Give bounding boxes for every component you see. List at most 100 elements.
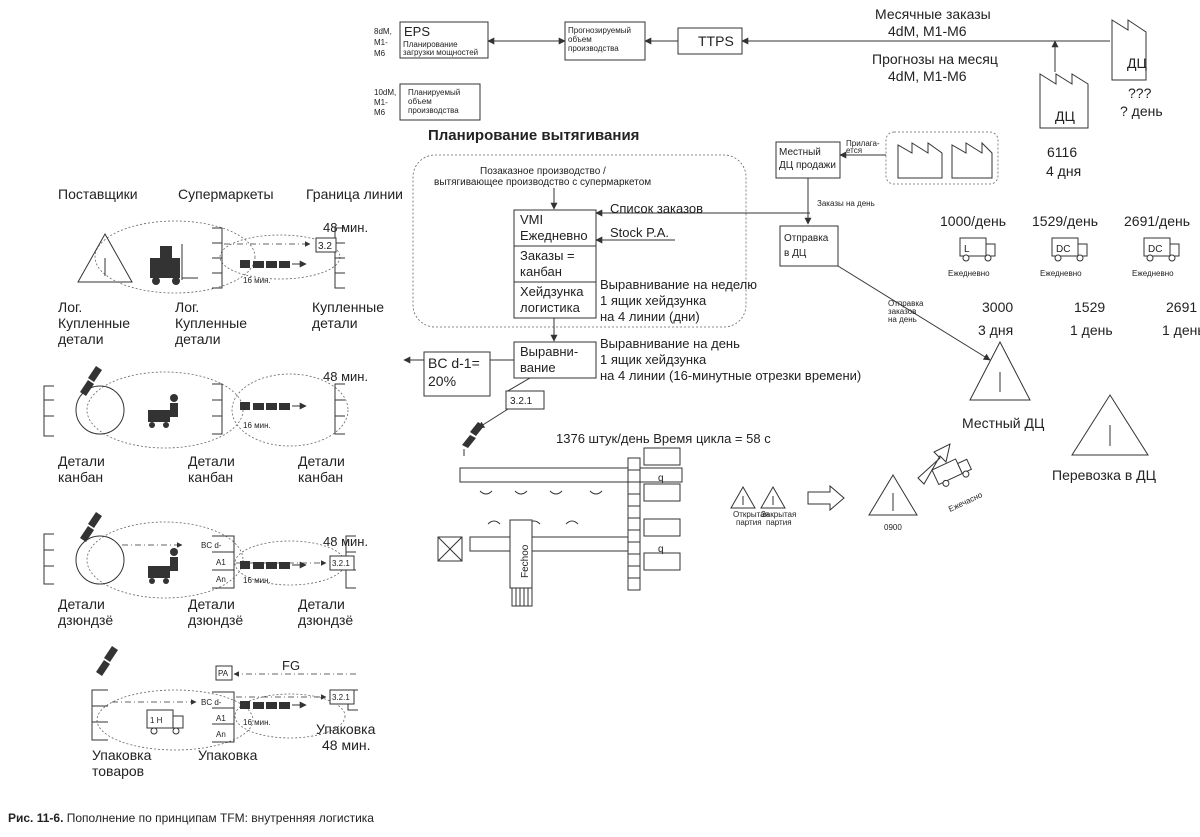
stock-pa-label: Stock P.A. xyxy=(610,225,669,240)
truck-rate: 1000/день xyxy=(940,213,1006,229)
shipping-orders-2: заказов xyxy=(888,307,916,316)
buffer-cell xyxy=(627,577,641,591)
row3-time: 48 мин. xyxy=(323,534,368,549)
buffer-cell xyxy=(627,553,641,567)
row2-operator-icon xyxy=(80,366,102,396)
row4-tugger-train xyxy=(240,701,307,709)
truck-stock: 1529 xyxy=(1074,299,1105,315)
tugger-cart xyxy=(266,403,277,410)
row1-market-label-2: Купленные xyxy=(175,315,247,331)
vmi-1: VMI xyxy=(520,212,543,227)
line-conveyor-top xyxy=(459,467,683,483)
heijunka-1: Хейдзунка xyxy=(520,284,584,299)
line-rack-slot xyxy=(643,447,681,466)
forecast-line-3: производства xyxy=(568,44,619,53)
header-suppliers: Поставщики xyxy=(58,186,138,202)
row2-market-label-1: Детали xyxy=(188,453,235,469)
eps-side-3: M6 xyxy=(374,49,386,58)
orders-kanban-2: канбан xyxy=(520,264,562,279)
buffer-cell xyxy=(627,541,641,555)
bc-box xyxy=(423,351,491,397)
row1-supplier-label-2: Купленные xyxy=(58,315,130,331)
forecast-line-2: объем xyxy=(568,35,592,44)
row4-time: 48 мин. xyxy=(322,737,371,753)
buffer-slat xyxy=(519,587,525,607)
row1-line-label-1: Купленные xyxy=(312,299,384,315)
q-label-1: q xyxy=(658,473,664,484)
truck-wheel-icon xyxy=(1168,254,1176,262)
truck-label: DC xyxy=(1148,244,1162,255)
row1-line-label-2: детали xyxy=(312,315,358,331)
tfm-logistics-diagram: 8dM, M1- M6 EPS Планирование загрузки мо… xyxy=(43,6,1200,779)
local-dc-sales-box xyxy=(775,141,841,179)
shipping-dc-1: Отправка xyxy=(784,233,829,244)
inbound-station-x2 xyxy=(437,536,463,562)
buffer-cell xyxy=(627,469,641,483)
tugger-cart xyxy=(279,702,290,709)
buffer-cell xyxy=(627,505,641,519)
dc-stock: 6116 xyxy=(1047,144,1077,160)
vmi-box xyxy=(513,209,597,247)
bc-1: BC d-1= xyxy=(428,355,480,371)
row2-supplier-label-1: Детали xyxy=(58,453,105,469)
eps-sub-2: загрузки мощностей xyxy=(403,48,478,57)
fechoo-label: Fechoo xyxy=(520,544,531,578)
heijunka-2: логистика xyxy=(520,300,581,315)
header-line-boundary: Граница линии xyxy=(306,186,403,202)
row1-interval: 16 мин. xyxy=(243,276,271,285)
order-list-label: Список заказов xyxy=(610,201,703,216)
row1-supplier-inventory-icon xyxy=(77,232,133,283)
truck-rate: 1529/день xyxy=(1032,213,1098,229)
rate-cycle-label: 1376 штук/день Время цикла = 58 с xyxy=(556,431,771,446)
leveling-box xyxy=(513,341,597,379)
dc-stock-days: 4 дня xyxy=(1046,163,1081,179)
row3-line-label-2: дзюндзё xyxy=(298,612,353,628)
final-inventory-icon xyxy=(868,474,918,516)
shipping-dc-2: в ДЦ xyxy=(784,248,807,259)
tugger-engine xyxy=(240,701,250,709)
row4-pa: PA xyxy=(218,669,229,678)
daily-2: 1 ящик хейдзунка xyxy=(600,352,707,367)
buffer-cell xyxy=(627,481,641,495)
monthly-orders-label: Месячные заказы xyxy=(875,6,991,22)
row4-operator-icon xyxy=(96,646,118,676)
row4-market-label-1: Упаковка xyxy=(198,747,258,763)
row4-loop-right xyxy=(234,693,346,739)
truck-cab-icon xyxy=(1077,243,1088,257)
dc-label: ДЦ xyxy=(1055,108,1075,124)
forklift-icon xyxy=(150,244,198,285)
leveling-2: вание xyxy=(520,360,556,375)
orders-kanban-box xyxy=(513,245,597,283)
row1-code-box xyxy=(315,237,337,253)
row3-operator-icon xyxy=(80,512,102,542)
buffer-cell xyxy=(627,529,641,543)
shipping-orders-3: на день xyxy=(888,315,917,324)
open-batch-1: Открытая xyxy=(733,510,769,519)
row3-worker-cart-icon xyxy=(148,548,178,584)
truck-wheel-icon xyxy=(962,254,970,262)
buffer-slat xyxy=(511,587,517,607)
dc-right-label: ДЦ xyxy=(1127,55,1147,71)
tugger-cart xyxy=(279,403,290,410)
outbound-arrow-icon xyxy=(917,443,951,485)
dc-unknown: ??? xyxy=(1128,85,1152,101)
truck-frequency: Ежедневно xyxy=(1040,269,1082,278)
tugger-engine xyxy=(240,561,250,569)
code-box xyxy=(505,390,545,410)
code-label: 3.2.1 xyxy=(510,396,533,407)
row4-heijunka-box xyxy=(212,691,235,743)
open-batch-2: партия xyxy=(736,518,762,527)
shipping-orders-1: Отправка xyxy=(888,299,924,308)
plan-side-3: M6 xyxy=(374,108,386,117)
caption-label: Рис. 11-6. xyxy=(8,811,64,825)
weekly-2: 1 ящик хейдзунка xyxy=(600,293,707,308)
plan-side-2: M1- xyxy=(374,98,388,107)
truck-wheel-icon xyxy=(984,254,992,262)
buffer-cell xyxy=(627,493,641,507)
row1-tugger-train xyxy=(240,260,307,268)
dc-unknown-days: ? день xyxy=(1120,103,1163,119)
